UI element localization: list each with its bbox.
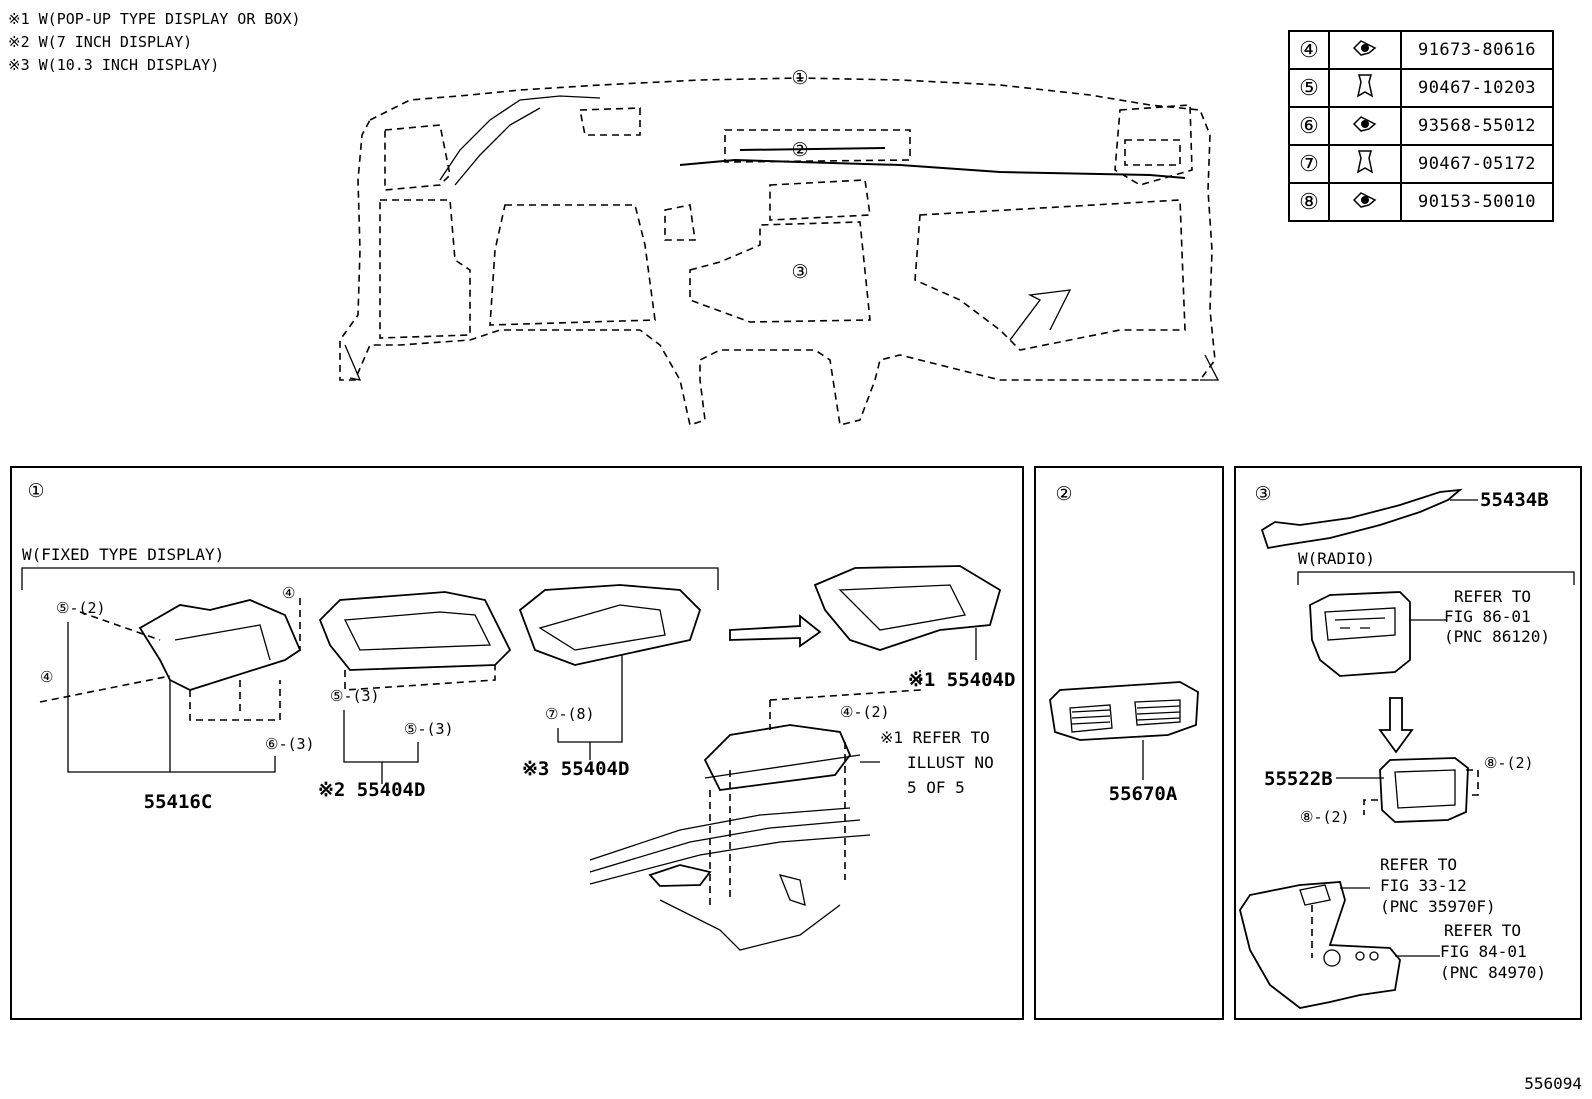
- fixed-type-display-label: W(FIXED TYPE DISPLAY): [22, 545, 224, 564]
- radio-receiver: [1309, 591, 1411, 677]
- dashboard-overview-drawing: ① ② ③: [339, 67, 1220, 427]
- part-55434B: 55434B: [1480, 489, 1549, 511]
- variant-notes: ※1 W(POP-UP TYPE DISPLAY OR BOX) ※2 W(7 …: [8, 8, 301, 77]
- refer-33-12-line-1: REFER TO: [1380, 855, 1457, 874]
- cluster-finish-panel-popup: [813, 565, 1002, 651]
- part-55404D-popup: ※1 55404D: [908, 669, 1015, 691]
- fastener-part-number: 91673-80616: [1400, 30, 1554, 70]
- overview-callout-2: ②: [791, 139, 808, 161]
- refer-84-01-line-1: REFER TO: [1444, 921, 1521, 940]
- note-2: ※2 W(7 INCH DISPLAY): [8, 33, 193, 51]
- refer-illust-line-3: 5 OF 5: [907, 778, 965, 797]
- panel-2-index: ②: [1055, 483, 1072, 505]
- overview-callout-3: ③: [791, 261, 808, 283]
- refer-84-01-line-3: (PNC 84970): [1440, 963, 1546, 982]
- arrow-down-icon: [1378, 697, 1414, 754]
- callout-6-qty-3: ⑥-(3): [265, 735, 315, 753]
- refer-33-12-line-3: (PNC 35970F): [1380, 897, 1496, 916]
- refer-33-12-line-2: FIG 33-12: [1380, 876, 1467, 895]
- callout-8-qty-2-a: ⑧-(2): [1484, 754, 1534, 772]
- dash-mount-bracket: [648, 864, 712, 887]
- panel-1-index: ①: [27, 480, 44, 502]
- overview-callout-1: ①: [791, 67, 808, 89]
- bolt-icon: [1328, 182, 1402, 222]
- refer-illust-line-1: ※1 REFER TO: [880, 728, 990, 747]
- bolt-icon: [1328, 30, 1402, 70]
- fastener-part-number: 90467-10203: [1400, 68, 1554, 108]
- radio-variant-label: W(RADIO): [1298, 549, 1375, 568]
- fastener-part-number: 90467-05172: [1400, 144, 1554, 184]
- fastener-row: ④ 91673-80616: [1288, 30, 1554, 70]
- callout-5-qty-3-a: ⑤-(3): [330, 687, 380, 705]
- panel-instrument-cluster-finish: [10, 466, 1024, 1020]
- dashboard-outline: [339, 77, 1220, 427]
- note-1: ※1 W(POP-UP TYPE DISPLAY OR BOX): [8, 10, 301, 28]
- fastener-row: ⑤ 90467-10203: [1288, 68, 1554, 108]
- panel-center-vent: [1034, 466, 1224, 1020]
- refer-86-01-line-1: REFER TO: [1454, 587, 1531, 606]
- part-55404D-7in: ※2 55404D: [318, 779, 425, 801]
- console-bracket: [1239, 881, 1401, 1009]
- cluster-finish-panel-7in: [318, 591, 512, 671]
- fastener-index: ⑥: [1288, 106, 1330, 146]
- illustration-code: 556094: [1524, 1074, 1582, 1093]
- fastener-index: ④: [1288, 30, 1330, 70]
- fastener-part-number: 93568-55012: [1400, 106, 1554, 146]
- callout-4-qty-2: ④-(2): [840, 703, 890, 721]
- group-bracket: [21, 567, 719, 590]
- callout-8-qty-2-b: ⑧-(2): [1300, 808, 1350, 826]
- callout-7-qty-8: ⑦-(8): [545, 705, 595, 723]
- panel-radio-components: [1234, 466, 1582, 1020]
- refer-illust-line-2: ILLUST NO: [907, 753, 994, 772]
- clip-icon: [1328, 68, 1402, 108]
- callout-4-right: ④: [282, 584, 295, 602]
- part-55670A: 55670A: [1109, 783, 1178, 805]
- trim-strip-55434B: [1260, 488, 1463, 550]
- bolt-icon: [1328, 106, 1402, 146]
- part-55522B: 55522B: [1264, 768, 1333, 790]
- part-55404D-10in: ※3 55404D: [522, 758, 629, 780]
- refer-84-01-line-2: FIG 84-01: [1440, 942, 1527, 961]
- arrow-icon: [729, 614, 822, 648]
- fastener-row: ⑧ 90153-50010: [1288, 182, 1554, 222]
- callout-4-left: ④: [40, 668, 53, 686]
- cluster-finish-panel-10in: [518, 584, 702, 666]
- panel-3-index: ③: [1254, 483, 1271, 505]
- fastener-row: ⑥ 93568-55012: [1288, 106, 1554, 146]
- refer-86-01-line-3: (PNC 86120): [1444, 627, 1550, 646]
- fastener-row: ⑦ 90467-05172: [1288, 144, 1554, 184]
- center-vent-55670A: [1049, 681, 1199, 741]
- fastener-index: ⑦: [1288, 144, 1330, 184]
- fastener-index: ⑤: [1288, 68, 1330, 108]
- fastener-table: ④ 91673-80616 ⑤ 90467-10203 ⑥ 93568-5501…: [1288, 30, 1554, 222]
- refer-86-01-line-2: FIG 86-01: [1444, 607, 1531, 626]
- note-3: ※3 W(10.3 INCH DISPLAY): [8, 56, 220, 74]
- fastener-index: ⑧: [1288, 182, 1330, 222]
- callout-5-qty-2: ⑤-(2): [56, 599, 106, 617]
- part-55416C: 55416C: [144, 791, 213, 813]
- callout-5-qty-3-b: ⑤-(3): [404, 720, 454, 738]
- fastener-part-number: 90153-50010: [1400, 182, 1554, 222]
- clip-icon: [1328, 144, 1402, 184]
